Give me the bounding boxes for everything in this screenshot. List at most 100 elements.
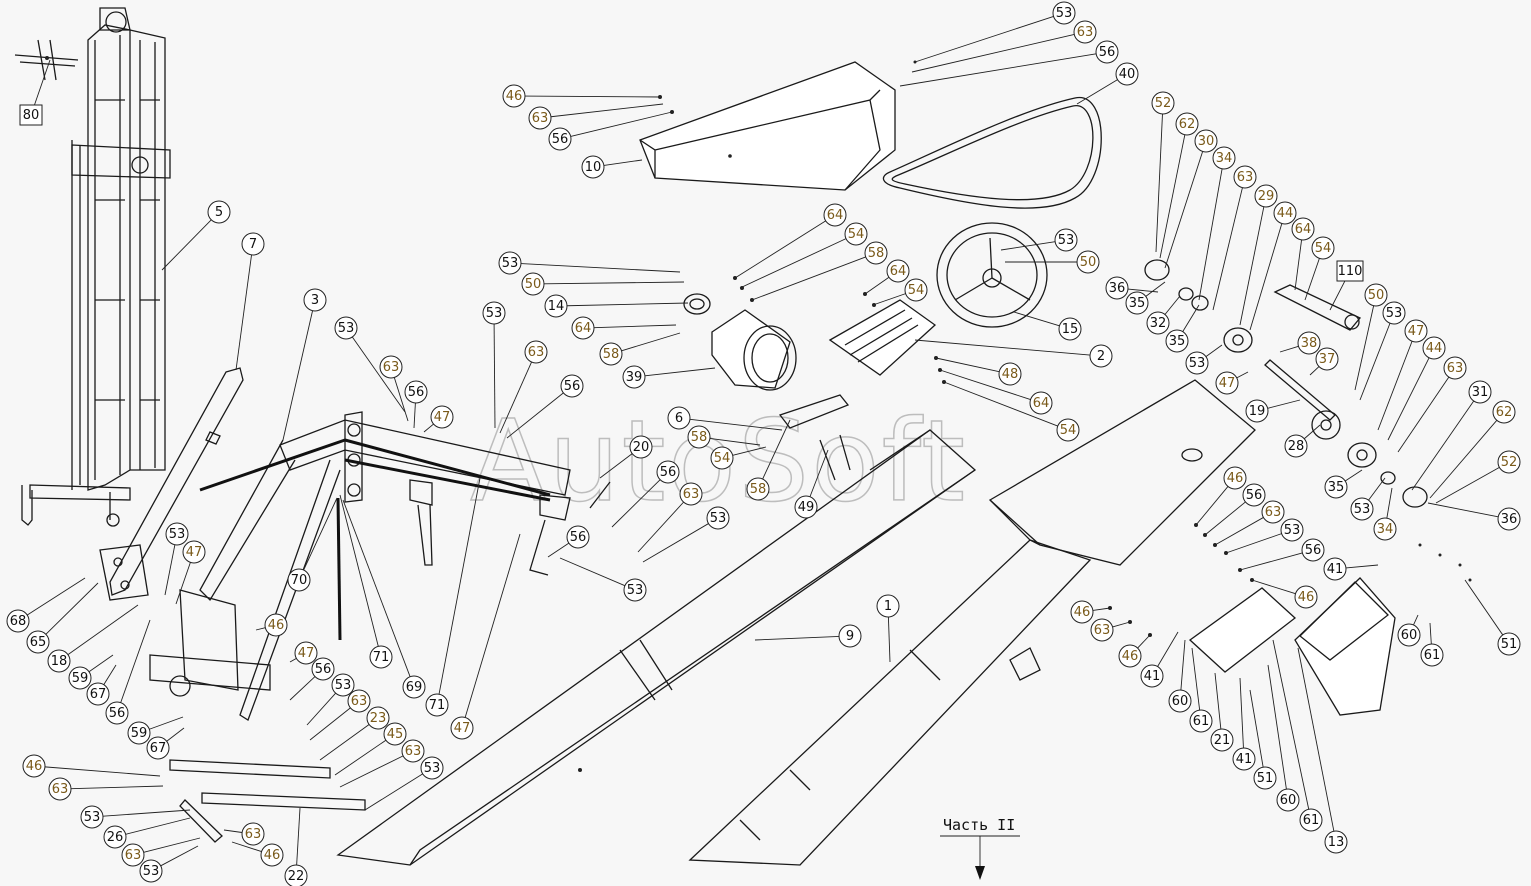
callout-number: 71 [373,650,390,665]
callout-circle [706,506,730,530]
callout-58: 58 [864,241,888,265]
callout-circle [22,754,46,778]
callout-number: 63 [245,827,262,842]
leader-line [1435,466,1500,504]
leader-line [1157,631,1179,667]
callout-circle [623,578,647,602]
leader-line [231,841,262,853]
part-39-motor [711,309,797,391]
callout-number: 39 [626,370,643,385]
leader-line [520,263,681,273]
callout-circle [1443,356,1467,380]
leader-line [1180,639,1186,691]
leader-line [1413,614,1419,626]
leader-line [935,357,1000,373]
leader-line [559,557,626,587]
leader-line [334,739,387,776]
callout-circle [369,645,393,669]
callout-number: 13 [1328,835,1345,850]
callout-number: 63 [125,848,142,863]
callout-circle [528,106,552,130]
callout-number: 70 [291,573,308,588]
callout-number: 54 [1315,241,1332,256]
callout-number: 34 [1377,522,1394,537]
callout-number: 29 [1258,189,1275,204]
callout-63: 63 [121,843,145,867]
callout-circle [404,380,428,404]
callout-14: 14 [544,294,568,318]
leader-line [1155,113,1163,253]
callout-circle [26,630,50,654]
callout-64: 64 [571,316,595,340]
callout-circle [1210,728,1234,752]
part-110-lever [1273,284,1362,331]
callout-number: 56 [570,530,587,545]
callout-number: 53 [1386,306,1403,321]
callout-circle [482,301,506,325]
callout-number: 46 [1122,649,1139,664]
callout-56: 56 [105,701,129,725]
callout-circle [622,365,646,389]
leader-line [102,809,191,817]
callout-64: 64 [1291,217,1315,241]
leader-line [1297,647,1335,832]
callout-number: 67 [90,687,107,702]
callout-number: 53 [1284,523,1301,538]
leader-line [319,724,370,761]
callout-number: 7 [249,237,257,252]
bearing-assembly-lower [1347,442,1428,508]
callout-circle [1118,644,1142,668]
callout-15: 15 [1058,317,1082,341]
callout-number: 65 [30,635,47,650]
callout-circle [241,232,265,256]
leader-line [164,544,176,596]
callout-35: 35 [1165,329,1189,353]
leader-line [1267,399,1301,409]
callout-47: 47 [294,641,318,665]
callout-number: 50 [1368,288,1385,303]
callout-circle [1382,301,1406,325]
callout-70: 70 [287,568,311,592]
part-40-belt [882,97,1102,209]
leader-line [914,339,1091,356]
callout-circle [311,657,335,681]
callout-number: 15 [1062,322,1079,337]
callout-63: 63 [679,482,703,506]
leader-line [309,707,351,741]
callout-62: 62 [1175,112,1199,136]
callout-number: 18 [51,654,68,669]
callout-number: 59 [72,671,89,686]
callout-number: 45 [387,727,404,742]
leader-line [493,323,496,429]
callout-circle [182,540,206,564]
callout-71: 71 [425,693,449,717]
callout-31: 31 [1468,380,1492,404]
callout-circle [844,222,868,246]
leader-line [70,785,164,790]
leader-line [809,449,829,497]
callout-number: 1 [884,599,892,614]
callout-box [19,104,43,126]
leader-line [166,727,185,742]
callout-circle [1125,291,1149,315]
callout-46: 46 [1070,600,1094,624]
callout-number: 54 [908,283,925,298]
callout-circle [998,362,1022,386]
leader-lines [27,16,1504,867]
callout-number: 3 [311,293,319,308]
leader-line [1137,634,1151,649]
leader-line [342,499,411,677]
callout-63: 63 [528,106,552,130]
callout-64: 64 [823,203,847,227]
callout-circle [1189,709,1213,733]
callout-51: 51 [1497,632,1521,656]
callout-56: 56 [404,380,428,404]
callout-number: 67 [150,741,167,756]
callout-number: 63 [351,694,368,709]
callout-circle [1140,664,1164,688]
leader-line [1251,579,1296,595]
leader-line [547,542,570,558]
callout-58: 58 [746,477,770,501]
callout-number: 46 [26,759,43,774]
callout-52: 52 [1497,450,1521,474]
